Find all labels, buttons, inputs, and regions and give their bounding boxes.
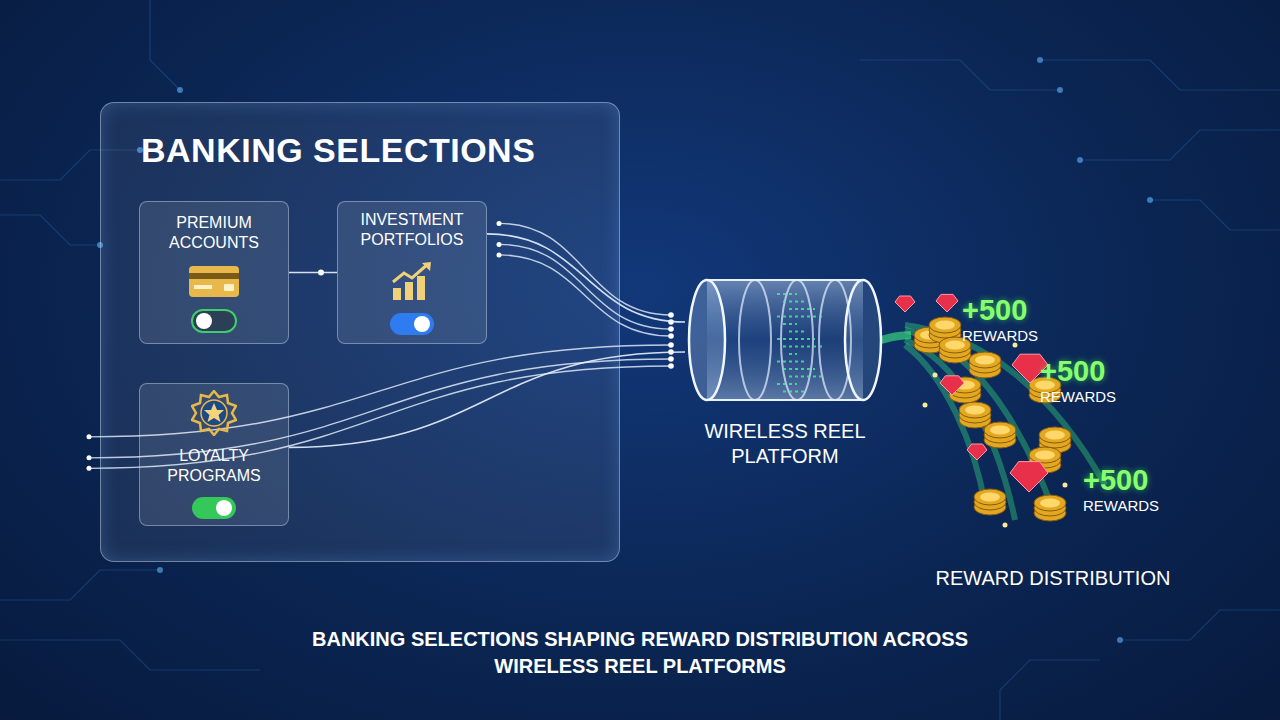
toggle-switch bbox=[191, 309, 237, 333]
reward-amount: +500 bbox=[962, 294, 1027, 327]
reward-amount: +500 bbox=[1083, 464, 1148, 497]
toggle-switch bbox=[191, 496, 237, 520]
reward-amount: +500 bbox=[1040, 355, 1105, 388]
option-icon bbox=[188, 263, 240, 299]
reward-stream: REWARD DISTRIBUTION bbox=[905, 285, 1235, 595]
option-card: INVESTMENT PORTFOLIOS bbox=[337, 201, 487, 344]
option-label: INVESTMENT PORTFOLIOS bbox=[346, 210, 478, 250]
option-icon bbox=[390, 260, 434, 302]
reward-word: REWARDS bbox=[962, 327, 1038, 344]
platform-label: WIRELESS REEL PLATFORM bbox=[685, 419, 885, 469]
caption: BANKING SELECTIONS SHAPING REWARD DISTRI… bbox=[290, 626, 990, 680]
badge-icon bbox=[191, 390, 237, 436]
reward-illustration bbox=[905, 285, 1235, 595]
reward-word: REWARDS bbox=[1083, 497, 1159, 514]
option-icon bbox=[191, 390, 237, 436]
panel-heading: BANKING SELECTIONS bbox=[141, 131, 535, 170]
toggle-off bbox=[191, 309, 237, 333]
chart-icon bbox=[390, 260, 434, 302]
option-card: LOYALTY PROGRAMS bbox=[139, 383, 289, 526]
toggle-on bbox=[389, 312, 435, 336]
card-icon bbox=[188, 263, 240, 299]
toggle-on bbox=[191, 496, 237, 520]
reward-label: REWARD DISTRIBUTION bbox=[936, 566, 1171, 591]
toggle-switch bbox=[389, 312, 435, 336]
reel-cylinder bbox=[685, 272, 885, 407]
reel-platform: WIRELESS REEL PLATFORM bbox=[685, 272, 885, 477]
option-label: PREMIUM ACCOUNTS bbox=[148, 213, 280, 253]
option-card: PREMIUM ACCOUNTS bbox=[139, 201, 289, 344]
reward-word: REWARDS bbox=[1040, 388, 1116, 405]
group-panel: BANKING SELECTIONS PREMIUM ACCOUNTS INVEST… bbox=[100, 102, 620, 562]
option-label: LOYALTY PROGRAMS bbox=[148, 446, 280, 486]
